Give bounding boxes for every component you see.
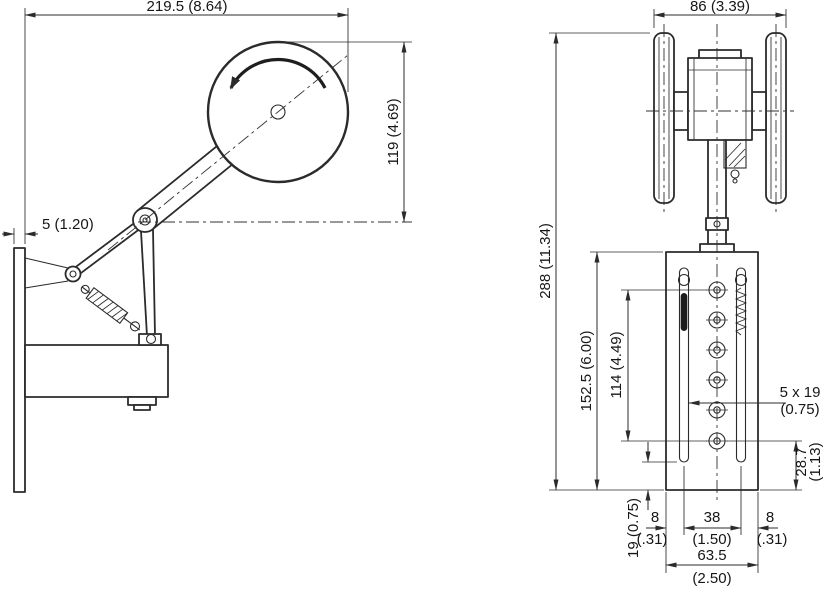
slot-left <box>678 267 690 463</box>
spring-eye-bottom <box>129 321 141 332</box>
arm-joint <box>132 207 158 233</box>
dim-front-bottom-hole-offset-in: (1.13) <box>807 442 824 481</box>
dim-front-edge-right-mm: 8 <box>766 509 774 526</box>
spring-body <box>85 286 129 324</box>
carrier-body <box>687 49 753 141</box>
clamp-detail <box>723 139 747 184</box>
dim-front-overall-height-label: 288 (11.34) <box>537 223 554 299</box>
slot-left-insert <box>680 293 688 331</box>
dim-front-slot-spacing-mm: 38 <box>704 509 721 526</box>
dim-front-bottom: 38 (1.50) 8 (.31) 8 (.31) 63.5 (2.50) <box>637 466 788 587</box>
spring-eye-top <box>80 284 90 294</box>
strut-bracket <box>138 333 162 346</box>
front-view: 86 (3.39) 288 (11.34) 152.5 (6.00) 114 (… <box>537 0 824 587</box>
side-view: 219.5 (8.64) 119 (4.69) 5 (1.20) <box>2 0 412 493</box>
mounting-plate <box>665 251 759 491</box>
strut-pivot <box>145 333 157 345</box>
body-shape <box>687 57 753 141</box>
clamp-shape <box>723 139 747 169</box>
dim-front-edge-left-mm: 8 <box>651 509 659 526</box>
base-foot <box>127 396 157 406</box>
wall-plate-shape <box>13 247 26 493</box>
dim-front-hole-span: 114 (4.49) <box>608 289 707 442</box>
wall-plate <box>13 247 26 493</box>
slot-left-bolt <box>677 273 691 287</box>
dim-front-bottom-hole-offset-mm: 28.7 <box>793 447 810 476</box>
link-eye-pin <box>69 270 77 278</box>
dim-front-slot-spacing-in: (1.50) <box>692 531 731 548</box>
dim-front-roller-width-label: 86 (3.39) <box>690 0 750 15</box>
dim-front-slot-end-offset: 19 (0.75) <box>625 442 677 558</box>
dim-front-bottom-hole-offset: 28.7 (1.13) <box>727 440 824 491</box>
arm-axis-centerline <box>107 54 349 251</box>
dim-side-wheel-height-label: 119 (4.69) <box>385 98 402 165</box>
arm-joint-pin <box>139 214 151 226</box>
rotation-direction-arrow-icon <box>229 57 327 90</box>
dim-front-edge-left-in: (.31) <box>637 531 668 548</box>
dim-front-hole-span-label: 114 (4.49) <box>608 331 625 398</box>
slot-right-spring <box>734 287 748 336</box>
dim-front-slot-size-in: (0.75) <box>780 401 819 418</box>
plate-bracket <box>24 257 69 289</box>
link-bar <box>64 215 149 283</box>
base-block-shape <box>24 344 169 398</box>
dim-front-roller-width: 86 (3.39) <box>653 0 787 28</box>
dim-front-plate-width-in: (2.50) <box>692 570 731 587</box>
dim-front-slot-end-offset-label: 19 (0.75) <box>625 498 642 558</box>
dim-side-overall-width-label: 219.5 (8.64) <box>147 0 228 15</box>
base-foot-pad <box>133 404 151 411</box>
mounting-plate-shape <box>665 251 759 491</box>
slot-right <box>735 267 747 463</box>
slot-right-bolt <box>734 273 748 287</box>
dim-side-overall-width: 219.5 (8.64) <box>24 0 349 244</box>
clamp-bolt <box>730 169 740 179</box>
tension-spring-side <box>80 284 141 332</box>
side-centerlines <box>107 54 412 251</box>
dim-front-overall-height: 288 (11.34) <box>537 32 664 491</box>
dim-front-plate-height: 152.5 (6.00) <box>578 251 663 491</box>
dim-side-wheel-height: 119 (4.69) <box>284 41 412 223</box>
dim-front-edge-right-in: (.31) <box>757 531 788 548</box>
dim-front-slot-size-mm: 5 x 19 <box>780 384 821 401</box>
dim-front-slot-size: 5 x 19 (0.75) <box>688 384 821 418</box>
base-block <box>24 344 169 411</box>
dim-front-plate-width-mm: 63.5 <box>697 547 726 564</box>
link-eye <box>64 265 82 283</box>
front-centerlines <box>646 24 794 502</box>
dim-front-plate-height-label: 152.5 (6.00) <box>578 331 595 412</box>
wheel-hub <box>270 104 286 120</box>
support-strut <box>138 229 162 346</box>
dim-side-wall-offset-label: 5 (1.20) <box>42 216 94 233</box>
dim-side-wall-offset: 5 (1.20) <box>2 216 94 244</box>
